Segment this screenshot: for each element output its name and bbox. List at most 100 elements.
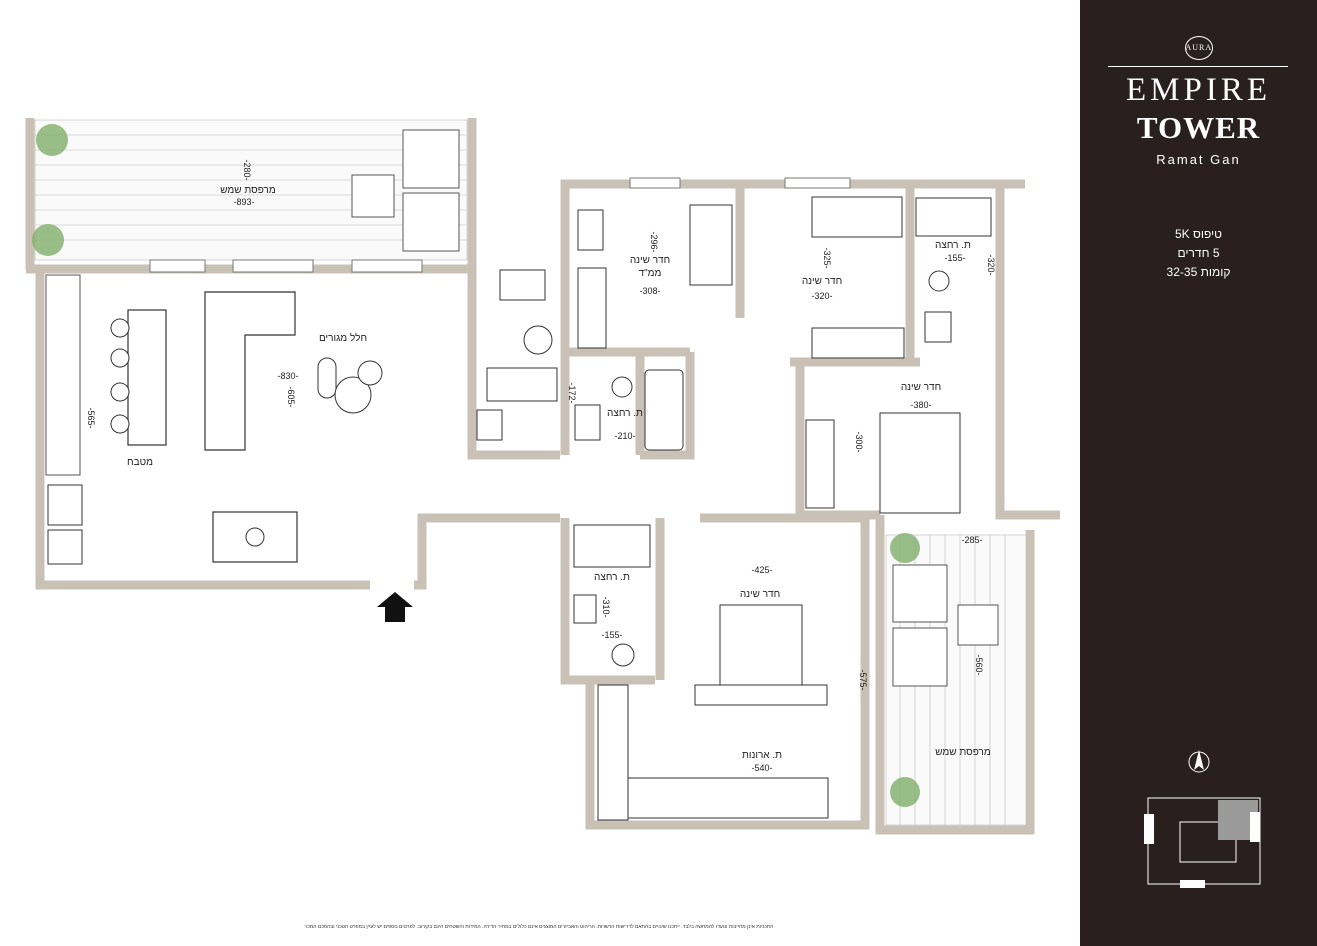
mamad-wardrobe — [577, 267, 607, 349]
dim-bath3-width: -155- — [601, 630, 622, 640]
legal-disclaimer: התכניות אינן מחייבות ונועדו להמחשה בלבד.… — [304, 924, 774, 930]
label-bed2: חדר שינה — [802, 276, 842, 287]
closet-unit-2 — [627, 777, 829, 819]
building-keyplan — [1144, 797, 1261, 888]
aura-logo: AURA — [1080, 36, 1317, 60]
dim-balcony-right-depth: -560- — [974, 654, 984, 675]
dim-bed3-width: -380- — [910, 400, 931, 410]
bath3-sink — [573, 594, 597, 624]
lounger-right-1 — [892, 564, 948, 623]
service-round — [523, 325, 553, 355]
planter-right — [957, 604, 999, 646]
kitchen-island — [127, 309, 167, 446]
dim-bath2-depth: -320- — [986, 254, 996, 275]
label-closet: ת. ארונות — [742, 750, 782, 761]
label-balcony-top: מרפסת שמש — [220, 185, 276, 196]
planter-top — [351, 174, 395, 218]
dim-mamad-width: -308- — [639, 286, 660, 296]
bath3-toilet — [611, 643, 635, 667]
bed2-wardrobe — [811, 327, 905, 359]
bath2-sink — [924, 311, 952, 343]
fridge — [47, 529, 83, 565]
service-table — [499, 269, 546, 301]
plant-right-1 — [890, 533, 920, 563]
dim-bed3-depth: -300- — [854, 431, 864, 452]
apartment-type: טיפוס 5K — [1174, 227, 1223, 241]
plant-top-1 — [36, 124, 68, 156]
kitchen-counter — [45, 274, 81, 476]
wall-living-right — [414, 513, 560, 590]
label-master: חדר שינה — [740, 589, 780, 600]
dim-bath2-width: -155- — [944, 253, 965, 263]
oven — [47, 484, 83, 526]
balcony-top-deck — [34, 119, 468, 261]
coffee-table — [317, 357, 337, 399]
label-living: חלל מגורים — [319, 332, 367, 344]
bench — [486, 367, 558, 402]
lounger-right-2 — [892, 627, 948, 687]
label-balcony-right: מרפסת שמש — [935, 747, 991, 758]
bar-stools — [110, 318, 130, 434]
dim-balcony-top-depth: -280- — [242, 159, 252, 180]
dim-bath1-depth: -172- — [567, 382, 577, 403]
guest-wc — [476, 409, 503, 441]
label-bed3: חדר שינה — [901, 382, 941, 393]
windows — [149, 177, 851, 273]
logo-divider-top — [1108, 66, 1288, 67]
bed3-bed — [879, 412, 961, 514]
wall-balcony-right-frame — [875, 515, 1035, 835]
sofa — [204, 291, 296, 451]
dim-closet-width: -540- — [751, 763, 772, 773]
wall-lower-left — [560, 515, 870, 830]
label-bath3: ת. רחצה — [594, 572, 630, 583]
dim-bath3-depth: -310- — [601, 596, 611, 617]
label-mamad: חדר שינה — [630, 255, 670, 266]
plant-top-2 — [32, 224, 64, 256]
bath1-tub — [644, 369, 684, 451]
side-table — [334, 376, 372, 414]
plant-right-2 — [890, 777, 920, 807]
entrance-arrow-icon — [377, 592, 413, 622]
mamad-bed — [689, 204, 733, 286]
bath2-shower — [915, 197, 992, 237]
bath1-toilet — [611, 376, 633, 398]
dim-bed2-width: -320- — [811, 291, 832, 301]
dim-balcony-top-width: -893- — [233, 197, 254, 207]
bath1-sink — [574, 404, 601, 441]
dim-bed2-depth: -325- — [822, 247, 832, 268]
brand-line1: EMPIRE — [1125, 72, 1271, 108]
armchair — [357, 360, 383, 386]
dim-master-width: -425- — [751, 565, 772, 575]
lounger-top-1 — [402, 129, 460, 189]
north-arrow-icon — [1188, 750, 1210, 773]
label-mamad-sub: ממ"ד — [639, 268, 662, 279]
dim-mamad-depth: -296- — [649, 231, 659, 252]
brand-line2: TOWER — [1136, 110, 1261, 145]
wall-right-outer — [995, 184, 1060, 520]
dim-balcony-right-width: -285- — [961, 535, 982, 545]
dim-kitchen-depth: -565- — [86, 407, 96, 428]
bath3-shower — [573, 524, 651, 568]
dim-living-depth: -605- — [286, 386, 296, 407]
dining-table — [212, 511, 298, 563]
mamad-desk — [577, 209, 604, 251]
brand-city: Ramat Gan — [1156, 152, 1241, 167]
wall-bedrooms-top — [560, 179, 1025, 455]
apartment-floors: קומות 32-35 — [1166, 265, 1231, 279]
table-centerpiece — [245, 527, 265, 547]
dim-master-depth: -575- — [858, 669, 868, 690]
floor-plan: מרפסת שמש -893- -280- חלל מגורים -830- -… — [25, 118, 1060, 835]
master-headboard — [694, 684, 828, 706]
label-bath1: ת. רחצה — [607, 408, 643, 419]
label-bath2: ת. רחצה — [935, 240, 971, 251]
dim-bath1-width: -210- — [614, 431, 635, 441]
closet-unit-1 — [597, 684, 629, 821]
wall-bath1-right — [640, 352, 695, 460]
apartment-rooms: 5 חדרים — [1177, 246, 1220, 260]
sidebar-panel: AURA EMPIRE TOWER Ramat Gan טיפוס 5K 5 ח… — [1080, 0, 1317, 946]
bath2-toilet — [928, 270, 950, 292]
wall-living — [35, 270, 370, 590]
bed2-bed — [811, 196, 903, 238]
label-kitchen: מטבח — [127, 457, 153, 468]
wall-service — [467, 300, 560, 460]
